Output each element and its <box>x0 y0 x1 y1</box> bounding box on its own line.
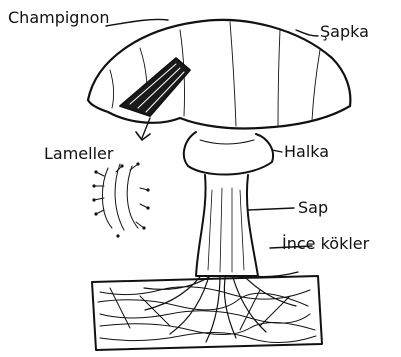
stem <box>196 175 258 276</box>
label-stem: Sap <box>298 200 328 216</box>
label-cap: Şapka <box>320 24 369 40</box>
label-gills: Lameller <box>44 146 113 162</box>
label-species: Champignon <box>8 10 110 26</box>
gill-fragment <box>92 162 149 237</box>
label-rootlets: İnce kökler <box>282 236 369 252</box>
ring <box>184 132 273 175</box>
label-ring: Halka <box>284 144 329 160</box>
cap <box>88 20 350 129</box>
